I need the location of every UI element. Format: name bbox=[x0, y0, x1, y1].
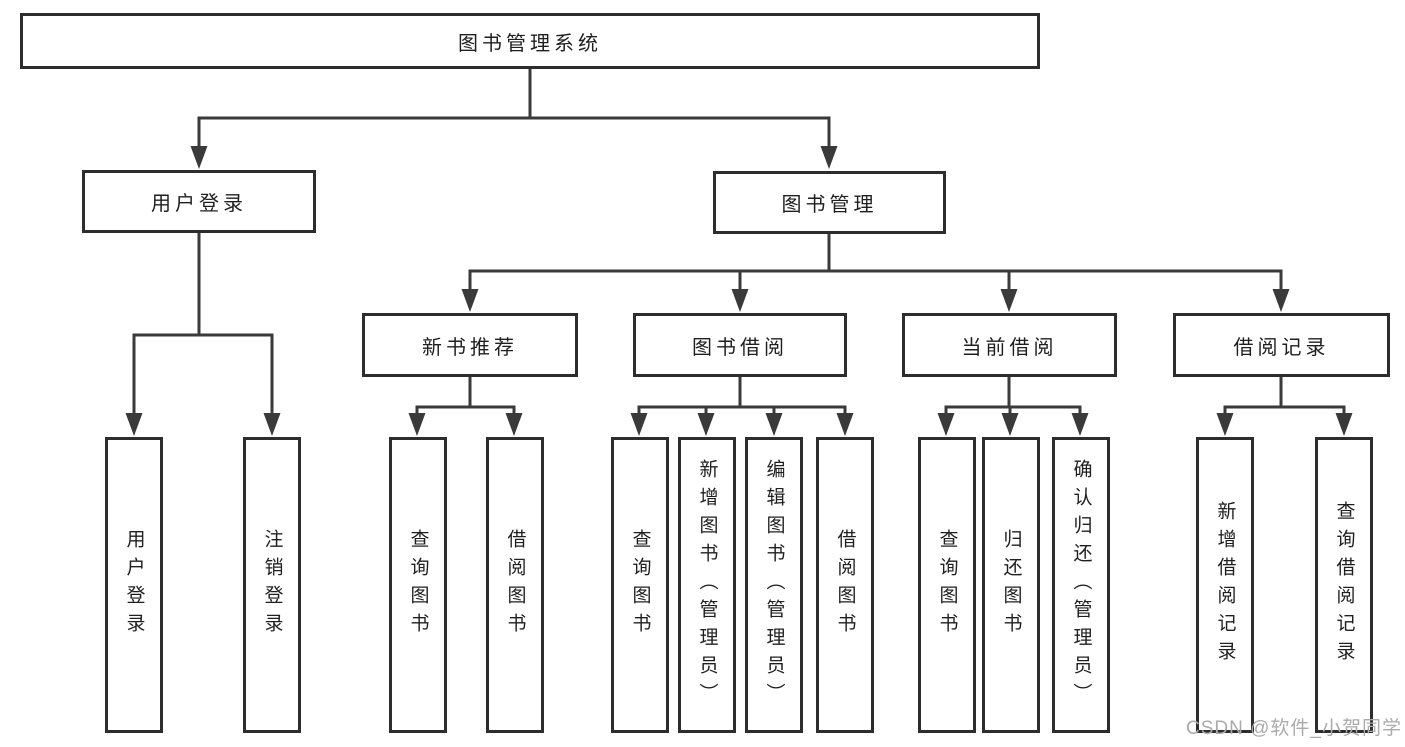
arrowhead-icon bbox=[731, 289, 749, 312]
node-current-borrow: 当前借阅 bbox=[902, 313, 1117, 377]
connector-user-login-split bbox=[132, 231, 274, 418]
arrowhead-icon bbox=[630, 413, 648, 436]
node-borrow-records: 借阅记录 bbox=[1173, 313, 1390, 377]
node-leaf-query-book-borrow: 查询图书 bbox=[611, 437, 669, 733]
node-leaf-borrow-book-borrow-label: 借阅图书 bbox=[834, 529, 856, 641]
arrowhead-icon bbox=[505, 413, 523, 436]
arrowhead-icon bbox=[937, 413, 955, 436]
connector-book-borrow-split bbox=[637, 377, 847, 418]
node-leaf-query-book-current-label: 查询图书 bbox=[936, 529, 958, 641]
node-leaf-query-book-borrow-label: 查询图书 bbox=[629, 529, 651, 641]
arrowhead-icon bbox=[697, 413, 715, 436]
node-leaf-user-login: 用户登录 bbox=[105, 437, 163, 733]
node-leaf-logout-label: 注销登录 bbox=[261, 529, 283, 641]
node-leaf-edit-book-label: 编辑图书（管理员） bbox=[763, 459, 785, 711]
node-leaf-borrow-book-borrow: 借阅图书 bbox=[816, 437, 874, 733]
node-leaf-query-record-label: 查询借阅记录 bbox=[1333, 501, 1355, 669]
connector-root-split bbox=[197, 69, 831, 150]
arrowhead-icon bbox=[461, 289, 479, 312]
arrowhead-icon bbox=[1071, 413, 1089, 436]
node-leaf-query-record: 查询借阅记录 bbox=[1315, 437, 1373, 733]
arrowhead-icon bbox=[263, 413, 281, 436]
node-leaf-add-book-label: 新增图书（管理员） bbox=[696, 459, 718, 711]
arrowhead-icon bbox=[1216, 413, 1234, 436]
node-root: 图书管理系统 bbox=[20, 13, 1040, 69]
node-book-mgmt-branch-label: 图书管理 bbox=[781, 194, 878, 216]
node-book-borrow-label: 图书借阅 bbox=[692, 336, 788, 359]
node-leaf-logout: 注销登录 bbox=[243, 437, 301, 733]
connector-new-book-rec-split bbox=[415, 377, 516, 418]
node-root-label: 图书管理系统 bbox=[458, 32, 602, 55]
node-user-login-branch-label: 用户登录 bbox=[151, 193, 247, 215]
node-current-borrow-label: 当前借阅 bbox=[961, 336, 1058, 359]
connector-current-borrow-split bbox=[944, 377, 1082, 418]
arrowhead-icon bbox=[836, 413, 854, 436]
arrowhead-icon bbox=[765, 413, 783, 436]
node-leaf-borrow-book-newrec: 借阅图书 bbox=[486, 437, 544, 733]
connector-borrow-records-split bbox=[1223, 377, 1346, 418]
node-new-book-rec-label: 新书推荐 bbox=[422, 336, 518, 359]
node-leaf-edit-book: 编辑图书（管理员） bbox=[745, 437, 803, 733]
node-leaf-add-record: 新增借阅记录 bbox=[1196, 437, 1254, 733]
arrowhead-icon bbox=[408, 413, 426, 436]
node-leaf-confirm-return: 确认归还（管理员） bbox=[1052, 437, 1110, 733]
node-borrow-records-label: 借阅记录 bbox=[1233, 336, 1330, 359]
node-leaf-return-book-label: 归还图书 bbox=[1000, 529, 1022, 641]
node-leaf-add-record-label: 新增借阅记录 bbox=[1214, 501, 1236, 669]
node-book-mgmt-branch: 图书管理 bbox=[713, 171, 946, 234]
node-leaf-add-book: 新增图书（管理员） bbox=[678, 437, 736, 733]
arrowhead-icon bbox=[1001, 413, 1019, 436]
node-leaf-query-book-newrec-label: 查询图书 bbox=[407, 529, 429, 641]
node-leaf-return-book: 归还图书 bbox=[982, 437, 1040, 733]
arrowhead-icon bbox=[1000, 289, 1018, 312]
arrowhead-icon bbox=[1335, 413, 1353, 436]
csdn-watermark: CSDN @软件_小贺同学 bbox=[1186, 718, 1402, 739]
arrowheads bbox=[125, 146, 1353, 436]
node-leaf-confirm-return-label: 确认归还（管理员） bbox=[1070, 459, 1092, 711]
arrowhead-icon bbox=[190, 146, 208, 169]
arrowhead-icon bbox=[1272, 289, 1290, 312]
arrowhead-icon bbox=[820, 146, 838, 169]
node-user-login-branch: 用户登录 bbox=[82, 170, 316, 233]
node-leaf-query-book-current: 查询图书 bbox=[918, 437, 976, 733]
node-leaf-borrow-book-newrec-label: 借阅图书 bbox=[504, 529, 526, 641]
arrowhead-icon bbox=[125, 413, 143, 436]
node-new-book-rec: 新书推荐 bbox=[362, 313, 578, 377]
node-leaf-user-login-label: 用户登录 bbox=[123, 529, 145, 641]
node-book-borrow: 图书借阅 bbox=[633, 313, 847, 377]
node-leaf-query-book-newrec: 查询图书 bbox=[389, 437, 447, 733]
connector-book-mgmt-split bbox=[468, 232, 1283, 295]
